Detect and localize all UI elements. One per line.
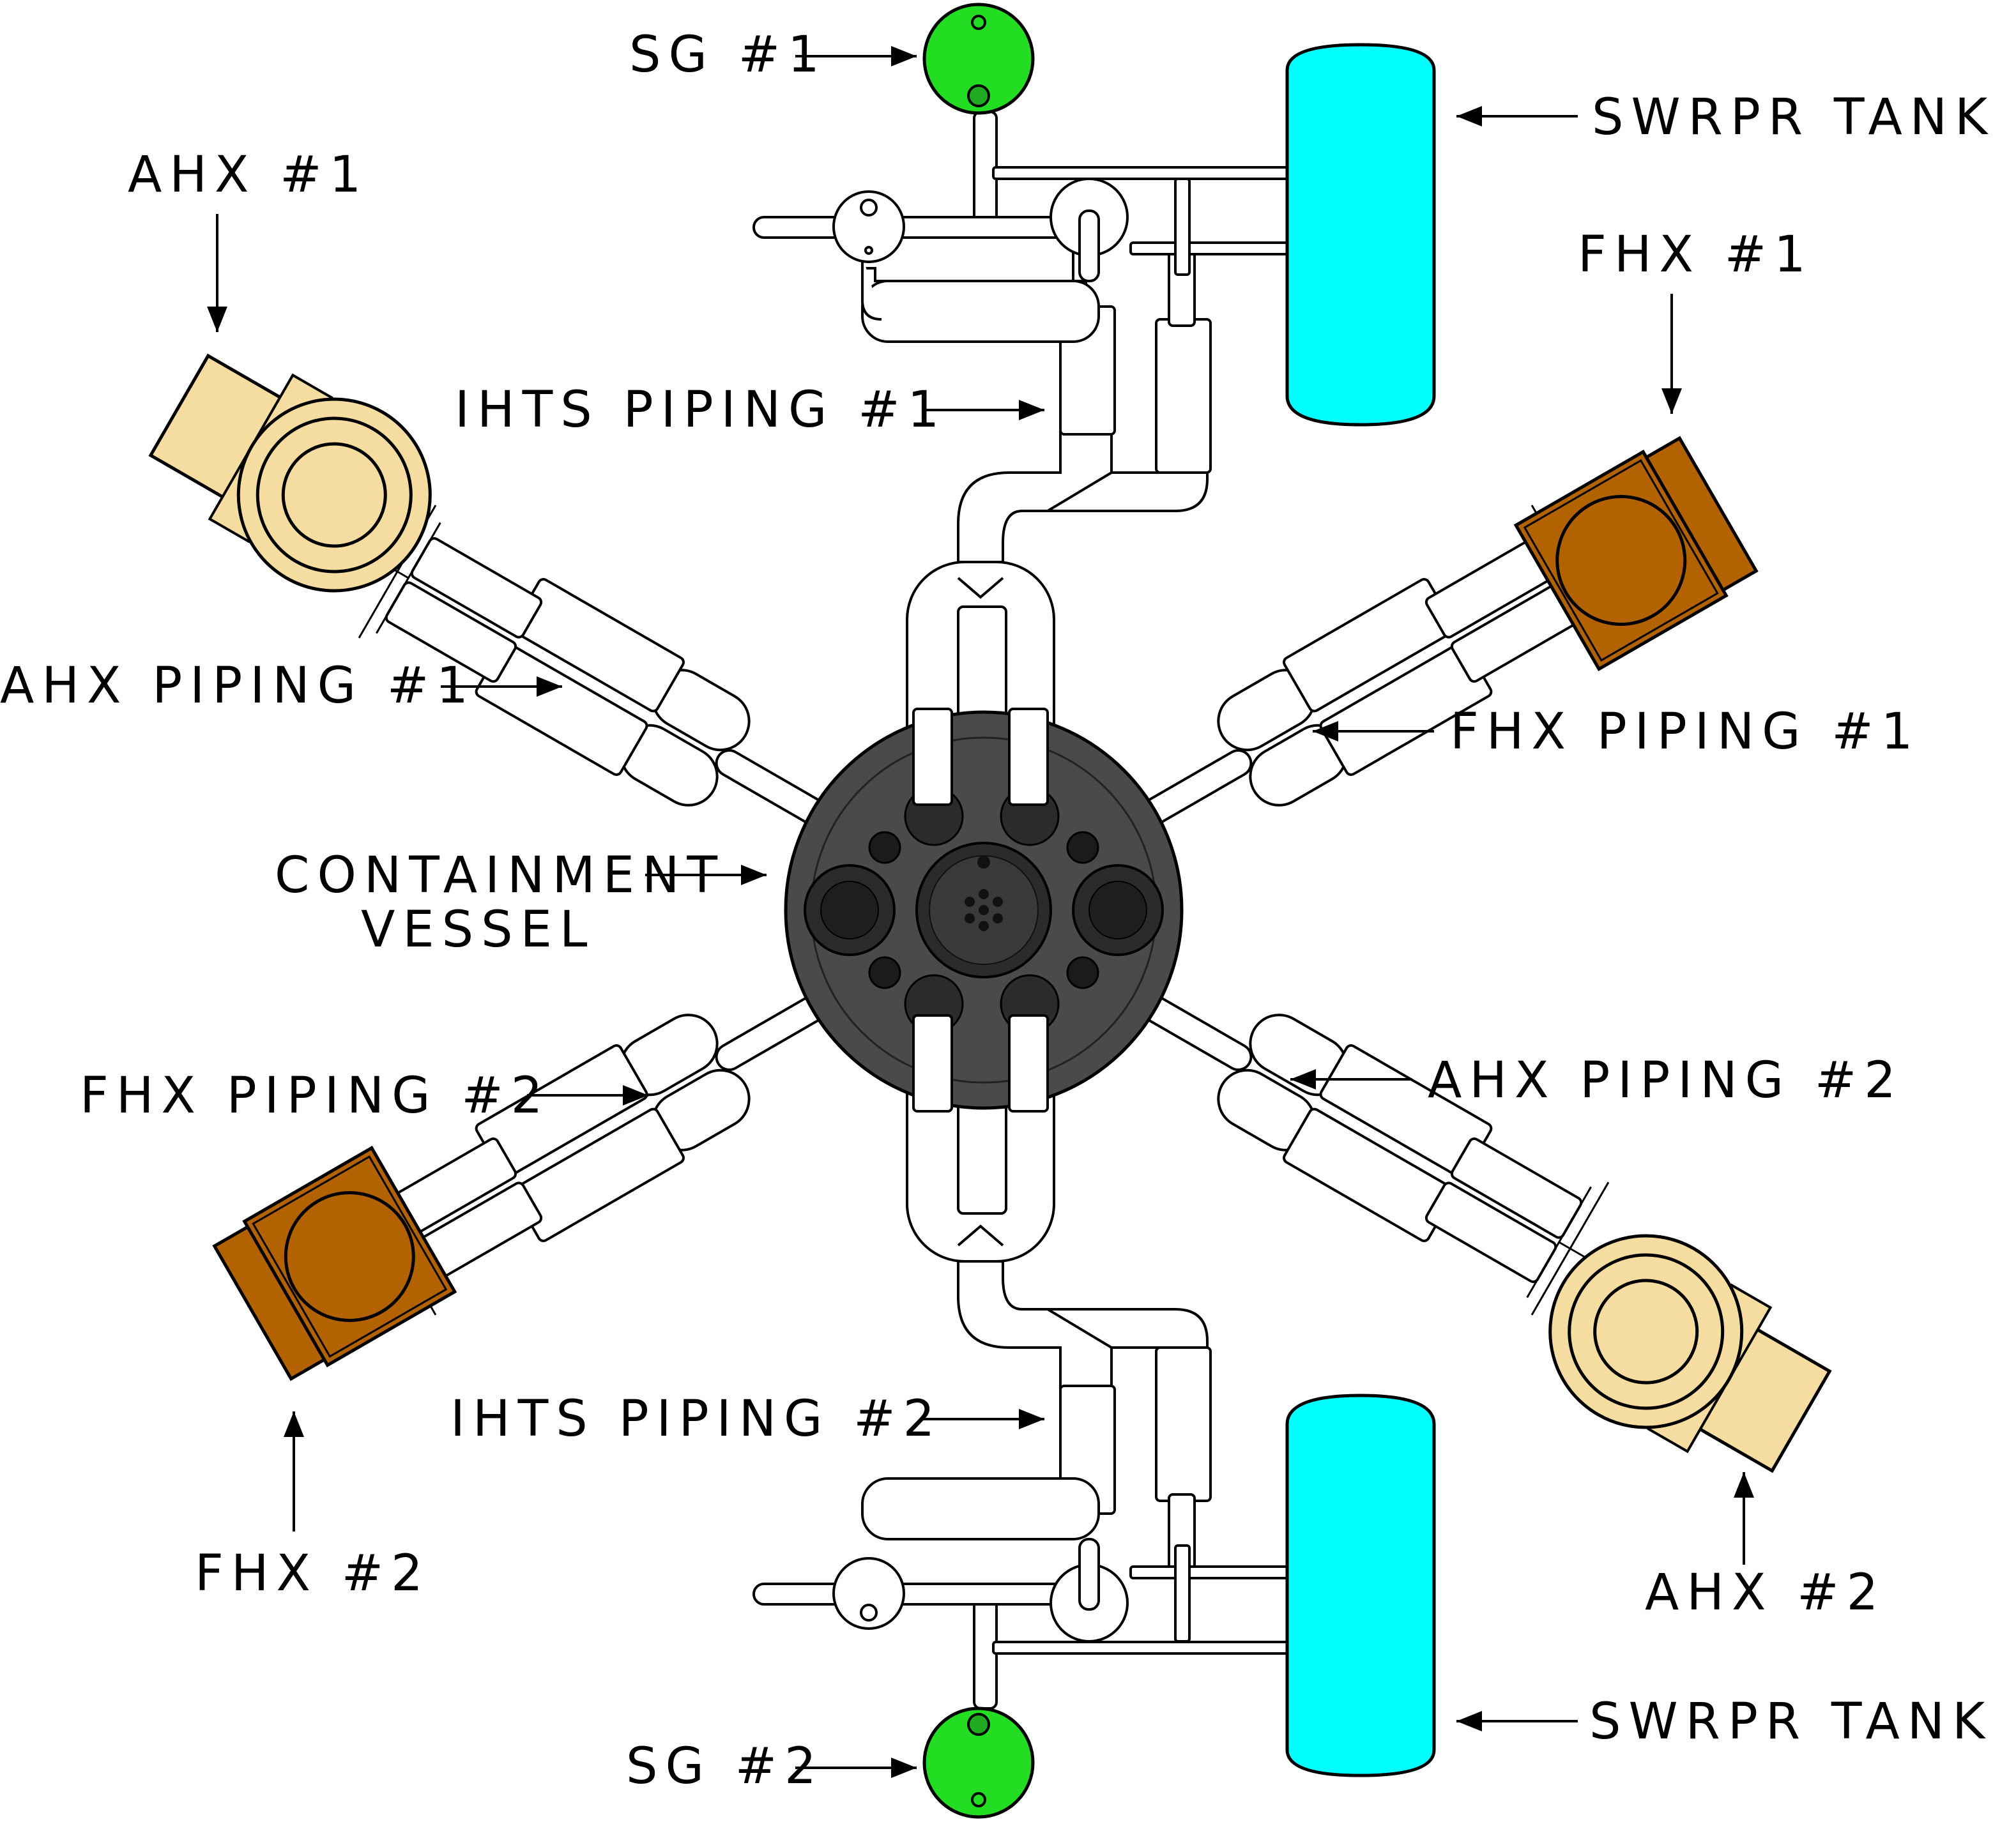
label-sg2: SG #2 xyxy=(626,1738,824,1795)
label-fhx-piping2: FHX PIPING #2 xyxy=(80,1067,550,1125)
sg-1 xyxy=(922,3,1035,115)
label-fhx1: FHX #1 xyxy=(1578,226,1814,284)
vessel-bolt-pattern xyxy=(965,856,1003,931)
label-swrpr2: SWRPR TANK #2 xyxy=(1589,1693,2016,1751)
ihts-piping-2 xyxy=(861,1030,1212,1579)
label-ihts1: IHTS PIPING #1 xyxy=(455,381,947,439)
labels: SG #1 SG #2 SWRPR TANK #1 SWRPR TANK #2 … xyxy=(0,26,2016,1795)
vessel-nozzles xyxy=(804,786,1164,1034)
leader-arrows xyxy=(207,46,1754,1778)
label-fhx-piping1: FHX PIPING #1 xyxy=(1450,703,1920,761)
fhx-1 xyxy=(1513,436,1759,671)
label-swrpr1: SWRPR TANK #1 xyxy=(1592,89,2016,146)
sg-1-connection xyxy=(752,110,1320,282)
containment-vessel xyxy=(784,708,1184,1113)
label-ahx-piping2: AHX PIPING #2 xyxy=(1428,1052,1904,1109)
label-ahx1: AHX #1 xyxy=(128,146,369,204)
label-containment-line1: CONTAINMENT xyxy=(275,847,725,904)
sg-2 xyxy=(922,1706,1035,1819)
ahx-2 xyxy=(1548,1234,1832,1473)
valve-1 xyxy=(832,190,905,263)
swrpr-tank-1 xyxy=(1285,43,1436,427)
ahx-1 xyxy=(148,353,432,593)
label-ahx-piping1: AHX PIPING #1 xyxy=(0,657,476,715)
label-containment-line2: VESSEL xyxy=(361,901,595,959)
label-ahx2: AHX #2 xyxy=(1645,1564,1886,1622)
valve-3 xyxy=(832,1557,905,1630)
sg-2-connection xyxy=(752,1538,1320,1710)
fhx-2 xyxy=(212,1146,457,1381)
label-fhx2: FHX #2 xyxy=(195,1545,431,1602)
ihts-piping-1 xyxy=(861,215,1212,793)
swrpr-tank-2 xyxy=(1285,1394,1436,1777)
label-ihts2: IHTS PIPING #2 xyxy=(450,1390,942,1448)
label-sg1: SG #1 xyxy=(629,26,827,84)
